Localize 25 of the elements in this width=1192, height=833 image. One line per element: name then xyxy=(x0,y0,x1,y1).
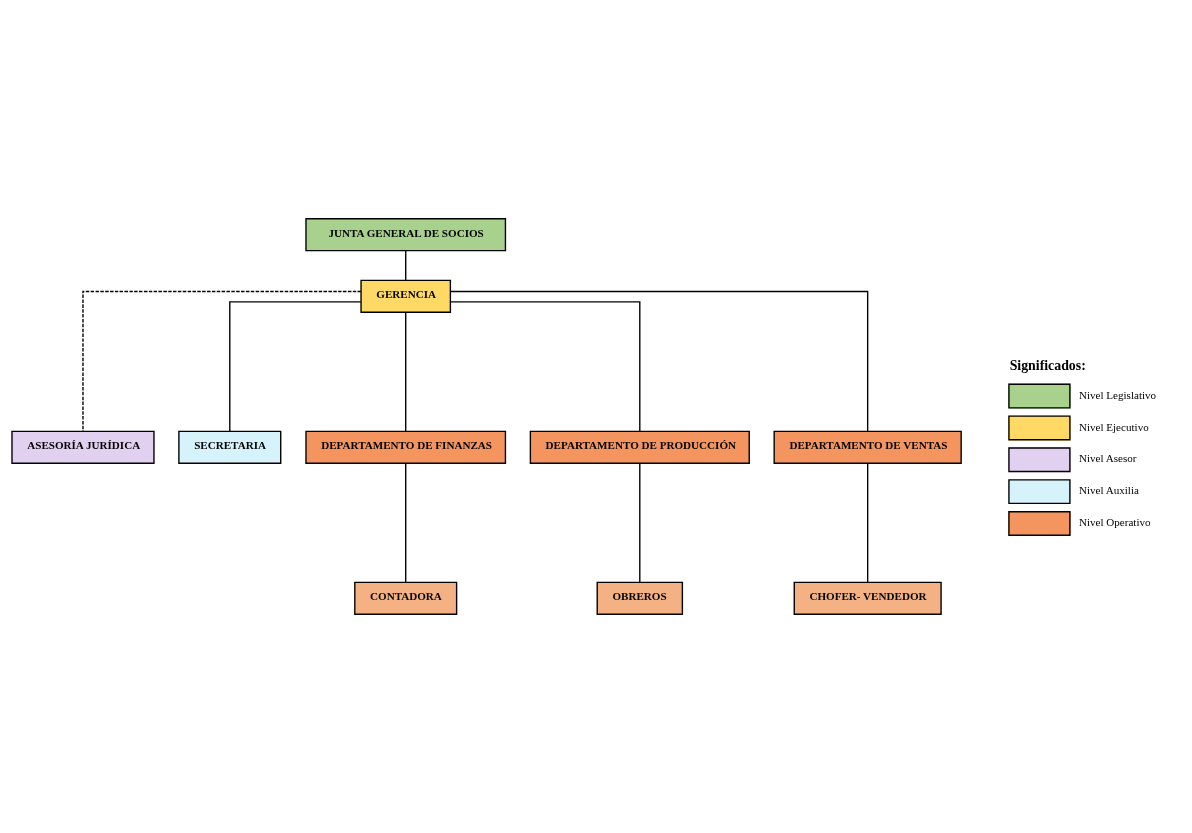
connector xyxy=(82,290,362,432)
legend-label: Nivel Asesor xyxy=(1078,452,1137,465)
node-box: OBREROS xyxy=(596,581,684,615)
legend-label: Nivel Auxilia xyxy=(1078,484,1139,497)
legend-label: Nivel Legislativo xyxy=(1078,388,1157,401)
connector xyxy=(866,462,869,583)
connector xyxy=(449,290,869,432)
node-box: CHOFER- VENDEDOR xyxy=(793,581,942,615)
legend-label: Nivel Ejecutivo xyxy=(1078,420,1149,433)
node-box: DEPARTAMENTO DE FINANZAS xyxy=(305,430,507,464)
connector xyxy=(449,301,641,432)
connector xyxy=(405,250,407,281)
connector xyxy=(639,462,641,583)
node-box: DEPARTAMENTO DE VENTAS xyxy=(773,430,962,464)
label: Significados: xyxy=(1009,358,1086,374)
node-box: DEPARTAMENTO DE PRODUCCIÓN xyxy=(529,430,750,464)
node-box: ASESORÍA JURÍDICA xyxy=(11,430,155,464)
node-box: JUNTA GENERAL DE SOCIOS xyxy=(305,218,507,252)
legend-label: Nivel Operativo xyxy=(1078,516,1151,529)
node-box: CONTADORA xyxy=(354,581,458,615)
connector xyxy=(405,462,407,583)
connector xyxy=(405,311,407,432)
node-box: SECRETARIA xyxy=(178,430,282,464)
node-box: GERENCIA xyxy=(360,279,452,313)
connector xyxy=(229,301,362,432)
